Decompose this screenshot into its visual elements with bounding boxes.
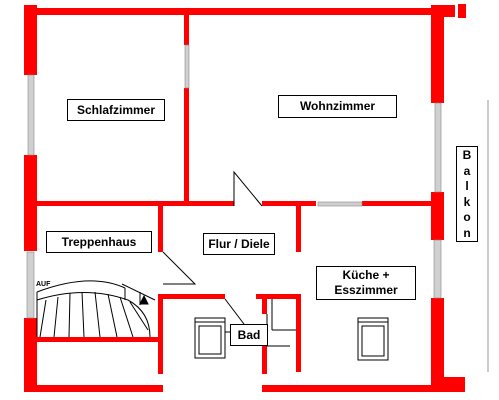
wall-bad-top — [163, 294, 225, 299]
room-label-wohnzimmer: Wohnzimmer — [278, 95, 397, 118]
wall-bottom-right — [262, 385, 465, 392]
room-label-treppenhaus: Treppenhaus — [46, 231, 152, 253]
wall-bad-top-right — [256, 294, 301, 299]
window-bedroom — [27, 74, 35, 156]
room-label-bad: Bad — [230, 324, 268, 346]
room-label-schlafzimmer: Schlafzimmer — [67, 99, 165, 121]
wall-left-upper — [24, 5, 37, 75]
wall-right-cap-top — [431, 5, 455, 17]
wall-bad-left — [158, 294, 163, 374]
windows — [26, 44, 442, 319]
wall-right-upper — [431, 5, 444, 103]
balkon-letter: n — [463, 225, 471, 240]
wall-treppenhaus-right — [158, 206, 163, 252]
kueche-line-2: Esszimmer — [334, 283, 398, 297]
wall-treppenhaus-bottom — [30, 337, 163, 342]
stair-arrow-icon — [139, 294, 149, 305]
wall-bed-living-upper — [184, 15, 189, 45]
stairs-up-label: AUF — [36, 281, 51, 288]
staircase — [36, 280, 156, 338]
interior-walls — [30, 15, 434, 374]
wall-flur-right-upper — [296, 206, 301, 252]
wall-living-bottom-right — [262, 201, 316, 206]
wall-right-post-top — [458, 4, 466, 18]
wall-right-mid — [431, 192, 444, 240]
balkon-letter: l — [465, 179, 469, 194]
wall-living-bottom-left — [30, 201, 234, 206]
wall-flur-right-lower — [296, 296, 301, 372]
room-label-kueche-esszimmer: Küche + Esszimmer — [316, 266, 416, 300]
wall-bed-living-lower — [184, 88, 189, 203]
wall-right-cap-bottom — [431, 377, 465, 391]
door-lines — [162, 170, 296, 347]
window-wall-bed — [184, 44, 190, 89]
wall-right-lower — [431, 298, 444, 391]
window-stair — [26, 251, 35, 319]
door-flur-living — [233, 170, 263, 207]
kueche-line-1: Küche + — [342, 268, 390, 282]
wall-living-bottom-far — [362, 201, 434, 206]
balkon-letter: B — [462, 148, 472, 163]
balkon-letter: o — [463, 210, 471, 225]
sink-bad — [194, 317, 226, 359]
wall-bottom-left — [24, 385, 163, 392]
sink-kitchen — [357, 317, 389, 361]
window-living-kitchen — [317, 201, 363, 207]
wall-top — [36, 8, 432, 15]
exterior-walls — [24, 4, 466, 392]
wall-bad-right-upper — [262, 294, 267, 314]
balkon-letter: k — [463, 194, 471, 209]
door-treppenhaus — [162, 251, 197, 285]
room-label-flur-diele: Flur / Diele — [203, 233, 275, 255]
wall-bad-right-lower — [262, 346, 267, 374]
room-label-balkon: B a l k o n — [456, 146, 478, 242]
balkon-letter: a — [463, 163, 471, 178]
window-right-top — [434, 102, 442, 193]
window-kitchen — [433, 239, 442, 299]
wall-left-lower — [24, 318, 37, 390]
